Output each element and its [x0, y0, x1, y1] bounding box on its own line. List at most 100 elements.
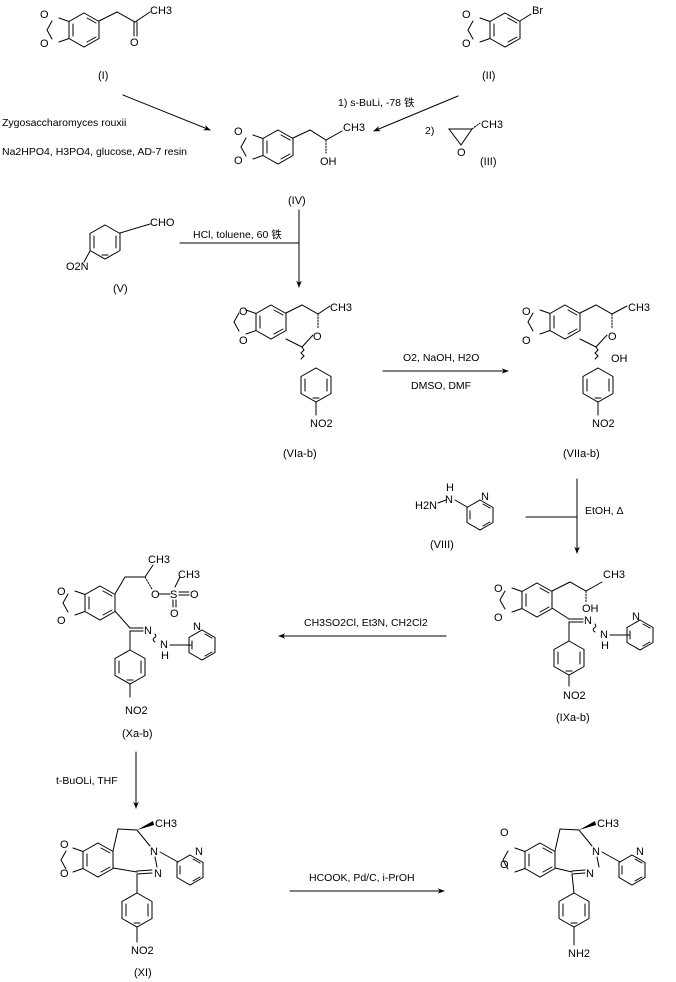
condition-enzyme: Zygosaccharomyces rouxii — [2, 117, 126, 129]
methyl-group: CH3 — [481, 119, 503, 131]
compound-IV: O O OH CH3 (IV) — [234, 122, 365, 207]
nh-nitrogen: N — [445, 494, 453, 506]
nitro-group: NO2 — [310, 418, 333, 430]
nh-hydrogen: H — [161, 650, 169, 662]
atom-o: O — [522, 306, 531, 318]
compound-label: (Xa-b) — [122, 728, 153, 740]
atom-o: O — [60, 868, 69, 880]
nitro-group: NO2 — [131, 945, 154, 957]
sulfonyl-oxygen: O — [190, 589, 199, 601]
atom-o: O — [239, 335, 248, 347]
condition-step8: HCOOK, Pd/C, i-PrOH — [309, 872, 415, 884]
reaction-arrow — [373, 95, 459, 132]
compound-label: (I) — [98, 70, 108, 82]
atom-o: O — [462, 9, 471, 21]
pyridine-nitrogen: N — [481, 491, 489, 503]
pyran-oxygen: O — [608, 331, 617, 343]
imine-nitrogen: N — [584, 615, 592, 627]
condition-step6: CH3SO2Cl, Et3N, CH2Cl2 — [304, 617, 428, 629]
methyl-group: CH3 — [597, 818, 619, 830]
methyl-group: CH3 — [148, 554, 170, 566]
mesyl-methyl: CH3 — [178, 569, 200, 581]
nitro-group: O2N — [66, 261, 89, 273]
atom-o: O — [234, 155, 243, 167]
compound-label: (VIa-b) — [283, 448, 317, 460]
compound-V: CHO O2N (V) — [66, 217, 175, 295]
compound-XI: O O CH3 N N N NO2 (XI) — [60, 818, 204, 979]
methyl-group: CH3 — [150, 5, 172, 17]
nitro-group: NO2 — [125, 705, 148, 717]
nitro-group: NO2 — [592, 418, 615, 430]
hydroxyl-group: OH — [582, 603, 599, 615]
atom-o: O — [40, 9, 49, 21]
imine-nitrogen: N — [144, 625, 152, 637]
condition-step5: EtOH, Δ — [585, 505, 624, 517]
methyl-group: CH3 — [343, 122, 365, 134]
aldehyde-group: CHO — [150, 217, 175, 229]
nh-nitrogen: N — [160, 639, 168, 651]
ring-nitrogen: N — [150, 846, 158, 858]
atom-o: O — [60, 839, 69, 851]
pyran-oxygen: O — [313, 331, 322, 343]
pyridine-nitrogen: N — [193, 621, 201, 633]
atom-o: O — [462, 38, 471, 50]
compound-label: (V) — [113, 283, 128, 295]
condition-step4-bottom: DMSO, DMF — [411, 380, 471, 392]
nitro-group: NO2 — [563, 690, 586, 702]
compound-label: (VIII) — [430, 539, 454, 551]
condition-step3: HCl, toluene, 60 铁 — [193, 228, 282, 241]
nh-nitrogen: N — [600, 629, 608, 641]
imine-nitrogen: N — [154, 868, 162, 880]
methyl-group: CH3 — [603, 569, 625, 581]
atom-o: O — [500, 859, 509, 871]
compound-product: O O CH3 N N N NH2 — [500, 818, 646, 960]
atom-o: O — [57, 586, 66, 598]
sulfur-atom: S — [170, 589, 177, 601]
condition-buffer: Na2HPO4, H3PO4, glucose, AD-7 resin — [2, 146, 187, 158]
sulfonyl-oxygen: O — [170, 608, 179, 620]
compound-label: (II) — [482, 70, 495, 82]
hydroxyl-group: OH — [320, 156, 337, 168]
methyl-group: CH3 — [628, 302, 650, 314]
imine-nitrogen: N — [586, 868, 594, 880]
pyridine-nitrogen: N — [632, 611, 640, 623]
condition-step2a: 1) s-BuLi, -78 铁 — [338, 96, 415, 109]
atom-o: O — [457, 147, 466, 159]
ring-nitrogen: N — [592, 846, 600, 858]
atom-o: O — [234, 126, 243, 138]
pyridine-nitrogen: N — [195, 846, 203, 858]
bromine-atom: Br — [532, 5, 543, 17]
amine-group: NH2 — [568, 948, 590, 960]
methyl-group: CH3 — [330, 302, 352, 314]
compound-VII: O O CH3 O OH NO2 (VIIa-b) — [522, 302, 650, 460]
amine-group: H2N — [415, 500, 437, 512]
compound-II: O O Br (II) — [462, 5, 543, 82]
compound-III: O CH3 (III) — [448, 119, 503, 168]
compound-label: (IV) — [288, 195, 306, 207]
ester-oxygen: O — [151, 589, 160, 601]
nh-hydrogen: H — [601, 640, 609, 652]
condition-step7: t-BuOLi, THF — [56, 775, 118, 787]
atom-o: O — [494, 583, 503, 595]
compound-label: (III) — [480, 156, 497, 168]
compound-label: (XI) — [134, 967, 152, 979]
atom-o: O — [40, 38, 49, 50]
atom-o: O — [500, 827, 509, 839]
compound-label: (IXa-b) — [556, 712, 590, 724]
atom-o: O — [522, 335, 531, 347]
compound-label: (VIIa-b) — [563, 448, 600, 460]
compound-VIII: H2N N H N (VIII) — [415, 482, 494, 551]
compound-X: O O CH3 O S O O CH3 N N H N NO2 (Xa-b) — [57, 554, 216, 740]
compound-VI: O O CH3 O NO2 (VIa-b) — [233, 302, 352, 460]
atom-o: O — [494, 612, 503, 624]
pyridine-nitrogen: N — [636, 846, 644, 858]
atom-o: O — [57, 615, 66, 627]
compound-I: O O O CH3 (I) — [40, 5, 172, 82]
condition-step2b: 2) — [425, 125, 434, 137]
condition-step4-top: O2, NaOH, H2O — [403, 352, 479, 364]
nh-hydrogen: H — [446, 482, 454, 494]
hydroxyl-group: OH — [611, 353, 628, 365]
compound-IX: O O CH3 OH N N H N NO2 (IXa-b) — [494, 569, 654, 724]
methyl-group: CH3 — [155, 818, 177, 830]
